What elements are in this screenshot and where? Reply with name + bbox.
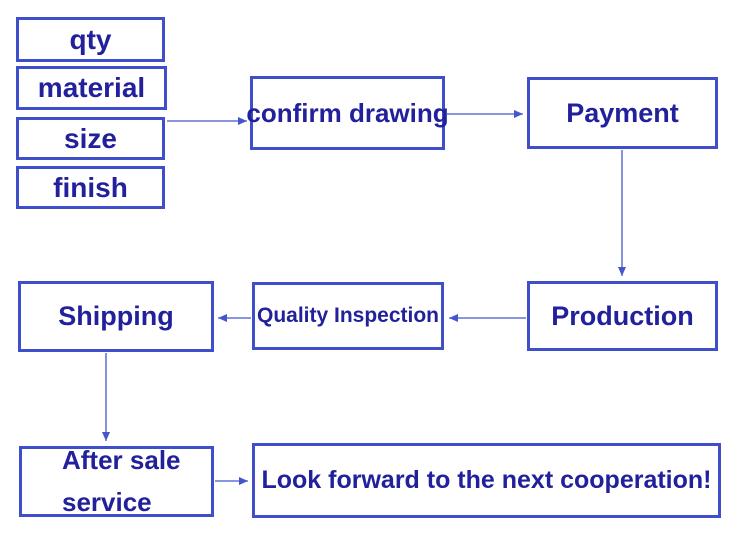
flow-node-label: Production xyxy=(551,300,694,331)
flow-node-label: qty xyxy=(69,23,112,55)
flow-node-material: material xyxy=(16,66,167,110)
flow-node-label-line1: After sale xyxy=(62,444,181,475)
flow-node-shipping: Shipping xyxy=(18,281,214,352)
flow-node-cooperation: Look forward to the next cooperation! xyxy=(252,443,721,518)
flow-node-qty: qty xyxy=(16,17,165,62)
flow-node-label: Look forward to the next cooperation! xyxy=(261,466,712,494)
flow-node-size: size xyxy=(16,117,165,160)
flow-node-finish: finish xyxy=(16,166,165,209)
flow-node-label: Payment xyxy=(566,97,679,128)
flow-node-label: material xyxy=(37,72,146,103)
flow-node-label: size xyxy=(64,122,117,154)
flow-node-label: Shipping xyxy=(58,301,174,331)
flow-node-payment: Payment xyxy=(527,77,718,149)
flow-node-label: Quality Inspection xyxy=(256,304,440,327)
flow-node-confirm-drawing: confirm drawing xyxy=(246,76,449,150)
flow-node-production: Production xyxy=(527,281,718,351)
flow-node-quality-inspection: Quality Inspection xyxy=(252,282,444,350)
flow-node-label: finish xyxy=(53,171,128,203)
flow-node-label: confirm drawing xyxy=(246,97,449,128)
flow-node-after-sale-service: After sale service xyxy=(19,445,214,517)
flow-node-label-line2: service xyxy=(62,486,152,517)
